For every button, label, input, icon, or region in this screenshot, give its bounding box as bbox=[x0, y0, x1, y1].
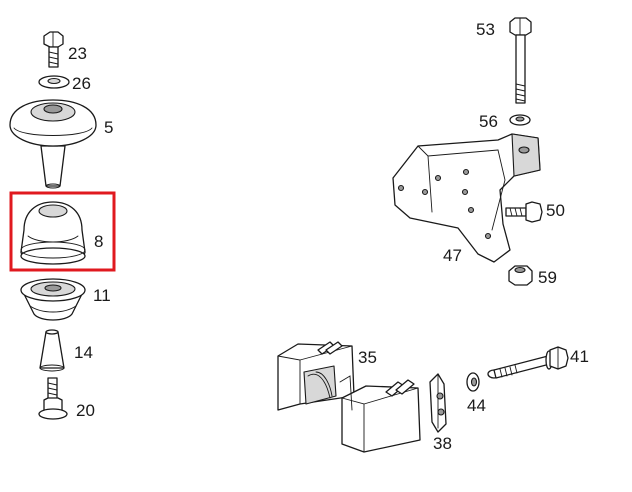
label-35: 35 bbox=[358, 348, 377, 367]
label-20: 20 bbox=[76, 401, 95, 420]
label-8: 8 bbox=[94, 232, 103, 251]
label-14: 14 bbox=[74, 343, 93, 362]
part-8-rubber-mount[interactable] bbox=[20, 201, 86, 265]
label-56: 56 bbox=[479, 112, 498, 131]
label-26: 26 bbox=[72, 74, 91, 93]
part-11-rubber-cup[interactable] bbox=[20, 278, 86, 321]
label-41: 41 bbox=[570, 347, 589, 366]
part-41-long-bolt[interactable] bbox=[487, 346, 569, 379]
label-50: 50 bbox=[546, 201, 565, 220]
label-59: 59 bbox=[538, 268, 557, 287]
label-38: 38 bbox=[433, 434, 452, 453]
label-44: 44 bbox=[467, 396, 486, 415]
label-11: 11 bbox=[93, 286, 111, 305]
part-38-clip-plate[interactable] bbox=[429, 373, 447, 433]
part-20-flange-bolt[interactable] bbox=[38, 377, 68, 420]
part-5-mount-cap[interactable] bbox=[9, 99, 97, 189]
label-5: 5 bbox=[104, 118, 113, 137]
part-47-bracket[interactable] bbox=[392, 133, 541, 263]
label-53: 53 bbox=[476, 20, 495, 39]
highlight-box bbox=[9, 191, 116, 272]
part-56-washer[interactable] bbox=[509, 114, 531, 126]
part-14-sleeve[interactable] bbox=[39, 329, 65, 372]
label-47: 47 bbox=[443, 246, 462, 265]
part-53-long-bolt[interactable] bbox=[509, 17, 532, 104]
part-26-washer[interactable] bbox=[38, 75, 70, 89]
label-23: 23 bbox=[68, 44, 87, 63]
part-59-nut[interactable] bbox=[508, 265, 533, 286]
part-44-washer[interactable] bbox=[466, 372, 480, 392]
part-35-mount-block[interactable] bbox=[277, 341, 421, 453]
part-23-bolt[interactable] bbox=[43, 31, 64, 68]
part-50-bolt[interactable] bbox=[505, 201, 543, 223]
